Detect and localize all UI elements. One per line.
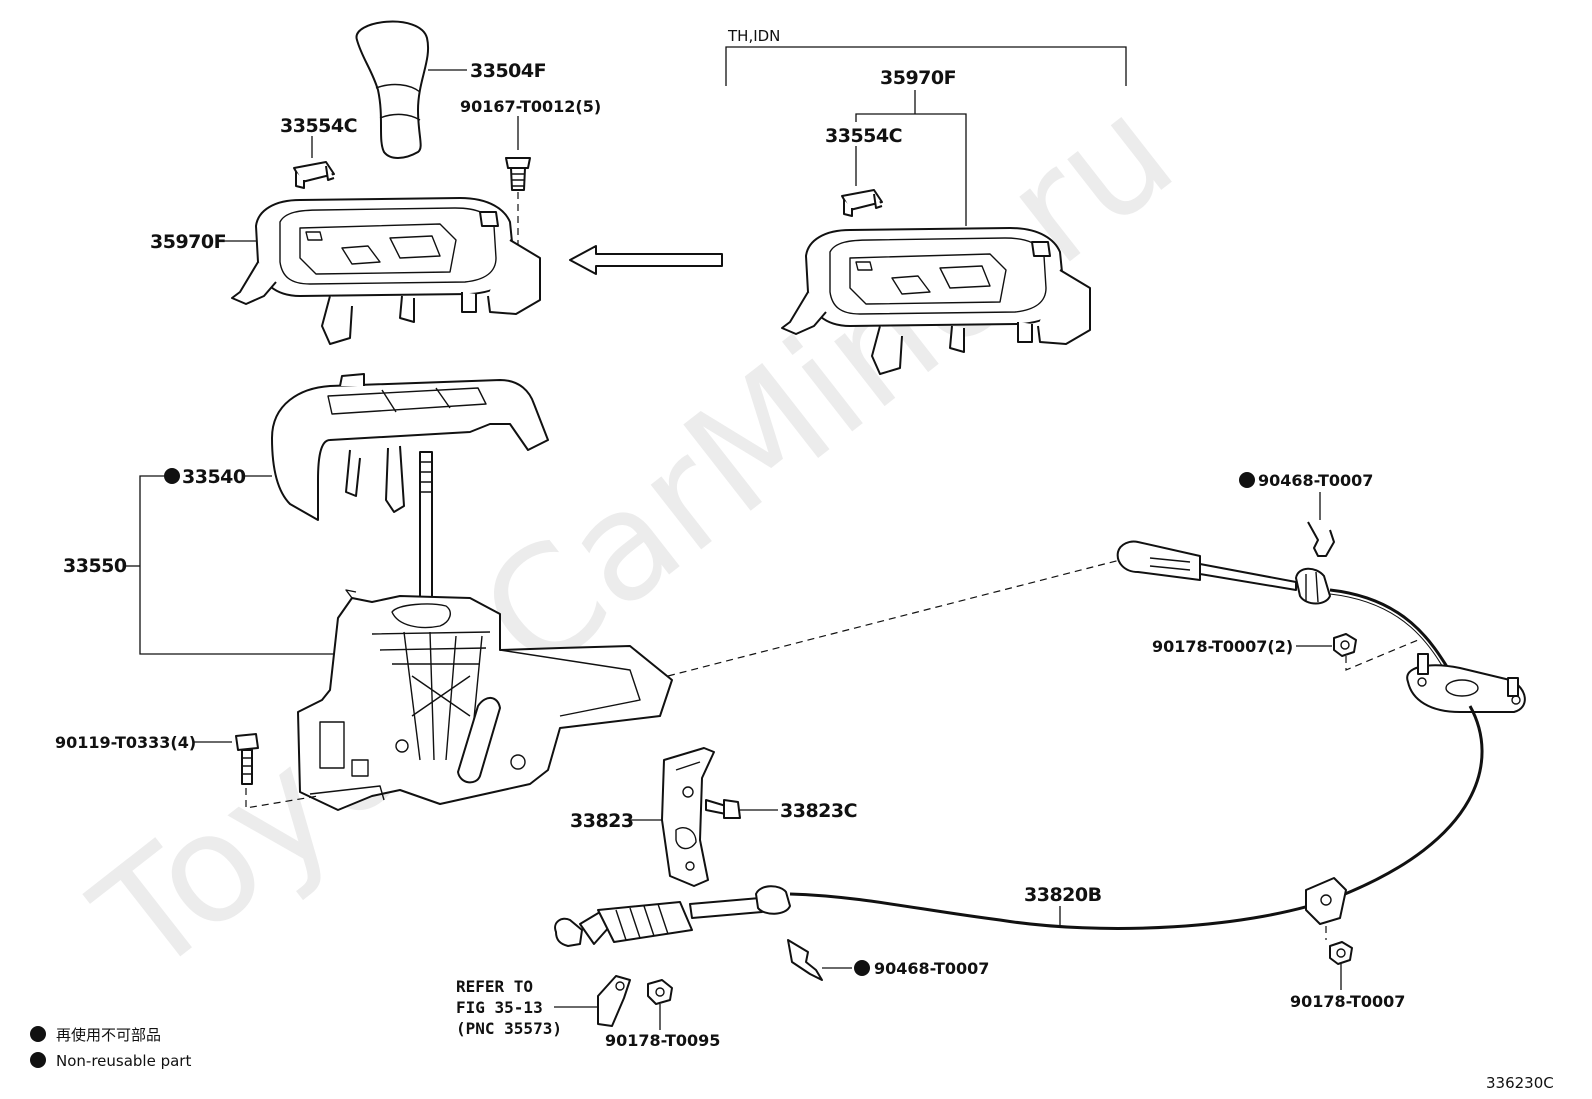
refer-line-2: FIG 35-13: [456, 998, 543, 1017]
bolt-33823C-part: [705, 799, 741, 819]
cable-lower-end-part: [554, 885, 791, 947]
retainer-clip-part-bottom: [787, 939, 823, 981]
shifter-assembly-part: [297, 589, 673, 811]
label-33554C-right: 33554C: [825, 125, 902, 147]
cable-lower-run: [789, 705, 1484, 930]
label-35970F-right: 35970F: [880, 67, 956, 89]
bolt-part: [235, 733, 259, 785]
screw-part: [505, 157, 531, 191]
label-33820B: 33820B: [1024, 884, 1102, 906]
label-90178-T0095: 90178-T0095: [605, 1031, 720, 1050]
refer-line-3: (PNC 35573): [456, 1019, 562, 1038]
label-33550: 33550: [63, 555, 127, 577]
cable-end-part: [1116, 540, 1331, 605]
legend-dot-en: [30, 1052, 46, 1068]
clip-part-left: [293, 161, 335, 189]
label-90178-T0007-2: 90178-T0007(2): [1152, 637, 1293, 656]
label-90178-T0007: 90178-T0007: [1290, 992, 1405, 1011]
cable-bracket-part: [1406, 653, 1526, 713]
label-33554C-left: 33554C: [280, 115, 357, 137]
legend-text-en: Non-reusable part: [56, 1052, 191, 1070]
label-33823: 33823: [570, 810, 634, 832]
label-region-TH-IDN: TH,IDN: [727, 27, 780, 45]
label-33823C: 33823C: [780, 800, 857, 822]
label-33504F: 33504F: [470, 60, 546, 82]
cable-clamp-part: [1305, 877, 1347, 925]
shift-plate-part-right: [781, 227, 1091, 375]
non-reusable-marker-90468-top: [1239, 472, 1255, 488]
retainer-clip-part-top: [1307, 521, 1335, 557]
legend-text-jp: 再使用不可部品: [56, 1026, 161, 1044]
non-reusable-marker-33540: [164, 468, 180, 484]
label-33540: 33540: [182, 466, 246, 488]
figure-code: 336230C: [1486, 1074, 1554, 1092]
nut-part-T0095: [647, 979, 673, 1005]
cable-bracket-33823-part: [661, 747, 715, 887]
shift-lever-part: [419, 451, 433, 613]
legend-dot-jp: [30, 1026, 46, 1042]
nut-part-upper: [1333, 633, 1357, 657]
label-90468-T0007-bottom: 90468-T0007: [874, 959, 989, 978]
label-90167-T0012: 90167-T0012(5): [460, 97, 601, 116]
shift-plate-part-left: [231, 197, 541, 345]
shift-knob-part: [355, 20, 430, 159]
nut-part-lower: [1329, 941, 1353, 965]
label-90468-T0007-top: 90468-T0007: [1258, 471, 1373, 490]
direction-arrow: [569, 245, 723, 275]
refer-line-1: REFER TO: [456, 977, 533, 996]
label-90119-T0333: 90119-T0333(4): [55, 733, 196, 752]
non-reusable-marker-90468-bottom: [854, 960, 870, 976]
label-35970F-left: 35970F: [150, 231, 226, 253]
clip-part-right: [841, 189, 883, 217]
shift-cover-part: [271, 373, 549, 521]
watermark: ToyotaCarMine.ru: [64, 64, 1205, 1008]
mounting-bracket-part: [597, 975, 631, 1027]
